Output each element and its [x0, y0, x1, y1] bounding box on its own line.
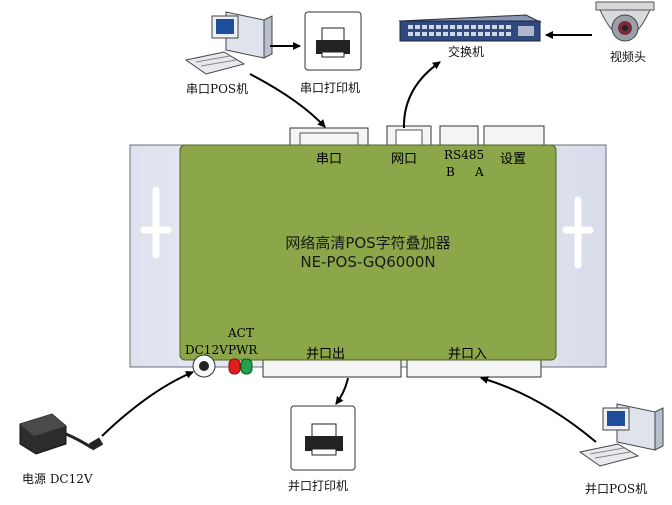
port-label-parallel-in: 并口入	[448, 347, 488, 362]
arrow-serial-pos-to-device	[249, 73, 326, 128]
connection-arrows	[101, 31, 597, 443]
act-led	[228, 358, 241, 375]
device-board	[179, 144, 557, 361]
label-switch: 交换机	[448, 45, 485, 59]
parallel-printer-icon	[290, 405, 356, 471]
label-camera: 视频头	[610, 50, 647, 64]
label-power: 电源 DC12V	[22, 472, 93, 486]
serial-pos-computer-icon	[184, 11, 273, 75]
label-parallel-pos: 并口POS机	[585, 482, 648, 496]
port-label-settings: 设置	[500, 152, 527, 167]
mount-slot-right	[562, 196, 594, 269]
device-model: NE-POS-GQ6000N	[300, 253, 436, 271]
led-label-pwr: PWR	[228, 343, 258, 357]
parallel-pos-computer-icon	[578, 403, 664, 467]
mount-slot-left	[140, 186, 172, 259]
port-label-network: 网口	[391, 152, 418, 167]
label-serial-pos: 串口POS机	[186, 82, 249, 96]
led-label-act: ACT	[228, 326, 254, 340]
serial-printer-icon	[304, 11, 362, 71]
dome-camera-icon	[595, 1, 655, 42]
label-serial-printer: 串口打印机	[300, 81, 361, 95]
arrow-device-to-parallel-printer	[335, 377, 349, 405]
port-label-rs485-b: B	[446, 165, 455, 179]
power-adapter-icon	[19, 413, 104, 455]
label-parallel-printer: 并口打印机	[288, 479, 349, 493]
device-case	[129, 125, 607, 378]
port-label-dc12v: DC12V	[185, 343, 228, 357]
port-label-rs485-a: A	[475, 165, 484, 179]
arrow-parallel-pos-to-device	[480, 376, 597, 443]
network-switch-icon	[398, 14, 542, 42]
arrow-device-to-switch	[402, 61, 441, 129]
port-label-serial: 串口	[316, 152, 343, 167]
device-title: 网络高清POS字符叠加器	[285, 234, 451, 252]
port-label-rs485: RS485	[444, 148, 485, 162]
port-label-parallel-out: 并口出	[306, 347, 346, 362]
arrow-power-to-device	[101, 371, 194, 437]
pwr-led	[240, 358, 253, 375]
